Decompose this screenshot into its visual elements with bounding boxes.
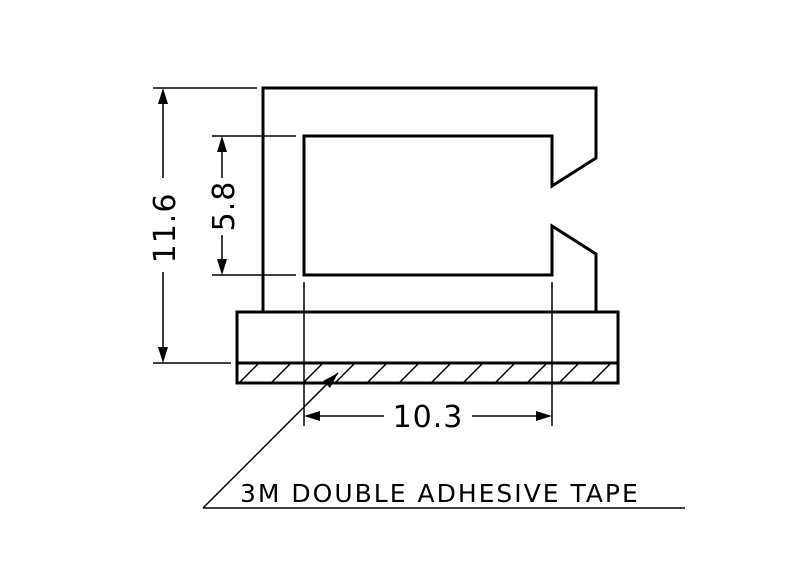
overall-height-label: 11.6 (148, 193, 183, 264)
slot-height-label: 5.8 (207, 181, 242, 232)
dimension-overall-height: 11.6 (148, 87, 257, 364)
dimension-slot-height: 5.8 (207, 135, 296, 276)
clip-profile (261, 86, 598, 312)
tape-hatching (239, 363, 611, 383)
dimension-slot-width: 10.3 (303, 282, 553, 435)
base-plate (235, 310, 620, 365)
adhesive-tape-layer (235, 361, 620, 385)
tape-leader-note: 3M DOUBLE ADHESIVE TAPE (202, 372, 685, 509)
slot-width-label: 10.3 (393, 400, 464, 435)
tape-note-label: 3M DOUBLE ADHESIVE TAPE (240, 479, 640, 508)
